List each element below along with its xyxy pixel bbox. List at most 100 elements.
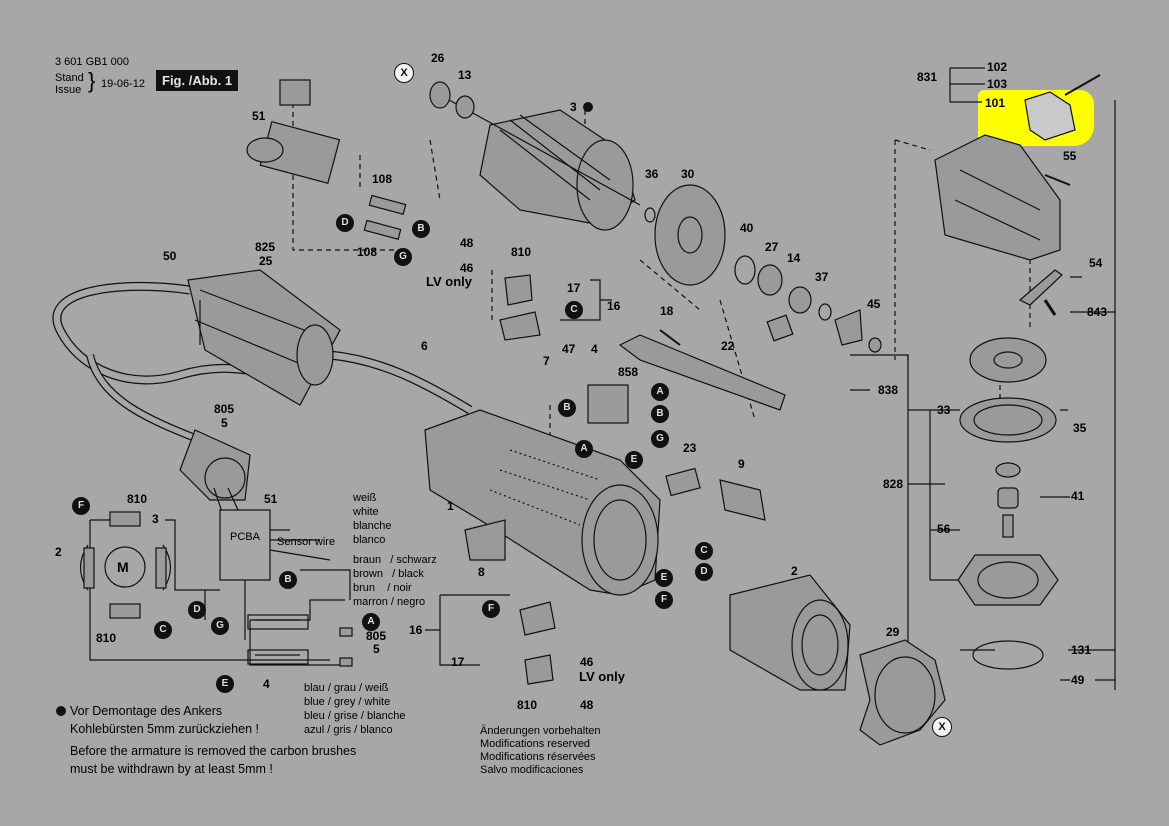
part-label: 102 [987,60,1008,74]
part-label: 22 [721,339,735,353]
callout-f: F [72,497,90,515]
wiring-label: 805 [366,629,387,643]
part-label: 16 [607,299,621,313]
stand-label: Stand [55,72,84,84]
wiring-label: 810 [127,492,148,506]
part-label: 45 [867,297,881,311]
part-label: 14 [787,251,801,265]
wire-color-brown: braun / schwarz [353,554,437,566]
part-label: 25 [259,254,273,268]
issue-label: Issue [55,84,82,96]
wiring-label: 4 [263,677,270,691]
part-label: 838 [878,383,899,397]
part-label: 810 [511,245,532,259]
callout-d: D [188,601,206,619]
note-de-line2: Kohlebürsten 5mm zurückziehen ! [70,722,259,736]
part-label: 4 [591,342,598,356]
part-label: 13 [458,68,472,82]
callout-e: E [625,451,643,469]
part-label: 29 [886,625,900,639]
part-label: 16 [409,623,423,637]
part-label: 27 [765,240,779,254]
wiring-label: 810 [96,631,117,645]
part-label: 831 [917,70,938,84]
part-label: 18 [660,304,674,318]
part-label: 825 [255,240,276,254]
callout-a: A [651,383,669,401]
part-label: 3 [570,100,577,114]
part-label: 810 [517,698,538,712]
part-label: 47 [562,342,576,356]
part-label: 828 [883,477,904,491]
callout-g: G [211,617,229,635]
drawing-part-number: 3 601 GB1 000 [55,56,130,68]
part-label: 33 [937,403,951,417]
wiring-label: 51 [264,492,278,506]
callout-b: B [412,220,430,238]
wire-color-white: weiß [353,492,377,504]
part-label: 40 [740,221,754,235]
wire-color-brown: marron / negro [353,596,426,608]
lv-only-note: LV only [579,669,625,684]
note-en-line2: must be withdrawn by at least 5mm ! [70,762,273,776]
part-label: 46 [580,655,594,669]
modifications-note: Modifications réservées [480,751,596,763]
issue-date: 19-06-12 [101,78,146,90]
callout-b: B [279,571,297,589]
modifications-note: Salvo modificaciones [480,764,584,776]
part-label: 49 [1071,673,1085,687]
marker-x-bottom: X [932,717,952,737]
motor-symbol: M [117,559,129,575]
part-label: 108 [372,172,393,186]
figure-badge: Fig. /Abb. 1 [156,70,239,91]
wire-color-white: blanco [353,534,386,546]
callout-e: E [216,675,234,693]
lv-only-note: LV only [426,274,472,289]
note-de-line1: Vor Demontage des Ankers [70,704,223,718]
part-label: 2 [791,564,798,578]
part-label: 843 [1087,305,1108,319]
part-label: 56 [937,522,951,536]
wire-color-blue: bleu / grise / blanche [304,710,406,722]
part-label: 5 [221,416,228,430]
part-label: 6 [421,339,428,353]
callout-e: E [655,569,673,587]
part-label-101: 101 [985,96,1006,110]
part-label: 9 [738,457,745,471]
callout-a: A [362,613,380,631]
wire-color-blue: azul / gris / blanco [304,724,393,736]
part-label: 55 [1063,149,1077,163]
modifications-note: Modifications reserved [480,738,591,750]
part-label: 805 [214,402,235,416]
part-label: 48 [580,698,594,712]
part-label: 17 [451,655,465,669]
part-label: 48 [460,236,474,250]
part-label: 50 [163,249,177,263]
pcba-label: PCBA [230,531,260,543]
callout-f: F [482,600,500,618]
wire-color-brown: brown / black [353,568,424,580]
sensor-wire-label: Sensor wire [277,536,336,548]
note-bullet-icon [583,102,593,112]
part-label: 858 [618,365,639,379]
modifications-note: Änderungen vorbehalten [480,725,601,737]
part-label: 26 [431,51,445,65]
callout-a: A [575,440,593,458]
wiring-label: 5 [373,642,380,656]
callout-d: D [695,563,713,581]
part-label: 23 [683,441,697,455]
part-label: 1 [447,499,454,513]
callout-d: D [336,214,354,232]
part-label: 37 [815,270,829,284]
callout-g: G [651,430,669,448]
wire-color-brown: brun / noir [353,582,412,594]
wiring-label: 3 [152,512,159,526]
part-label: 103 [987,77,1008,91]
part-label: 17 [567,281,581,295]
callout-c: C [565,301,583,319]
part-label: 51 [252,109,266,123]
callout-g: G [394,248,412,266]
note-bullet-icon [56,706,66,716]
callout-c: C [695,542,713,560]
